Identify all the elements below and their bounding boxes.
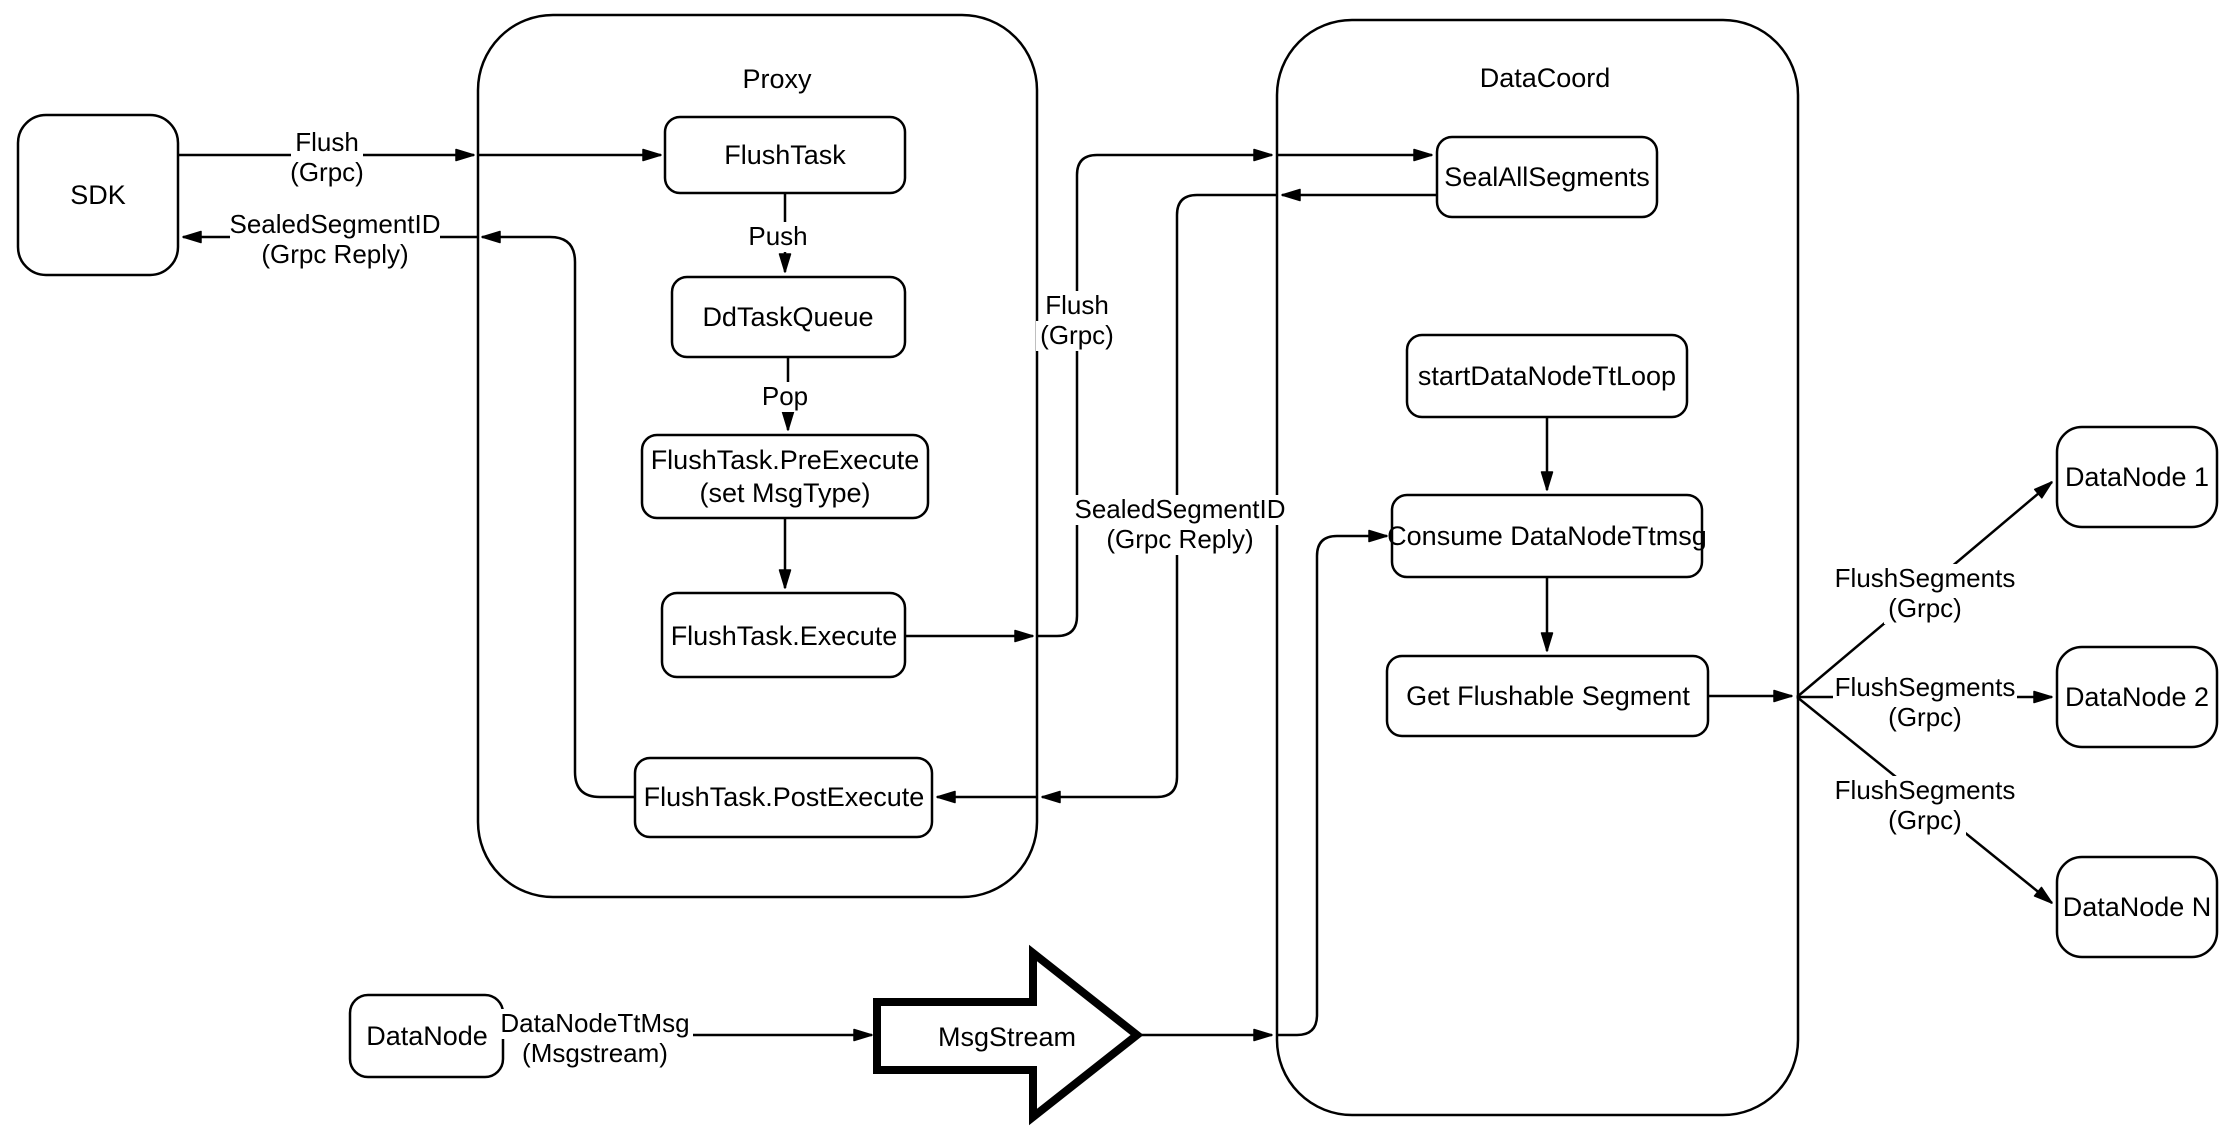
datanoden-label: DataNode N	[2063, 892, 2212, 922]
edge-label-pop: Pop	[757, 381, 813, 412]
startdatanodettloop-label: startDataNodeTtLoop	[1418, 361, 1676, 391]
postexecute-box	[633, 756, 934, 839]
consumedatanodettmsg-label: Consume DataNodeTtmsg	[1387, 521, 1707, 551]
preexecute-box	[640, 433, 930, 520]
preexecute-label-line2: (set MsgType)	[699, 478, 870, 508]
msgstream-arrow-shape	[873, 944, 1144, 1126]
label-bg	[291, 128, 363, 158]
node-startdatanodettloop: startDataNodeTtLoop	[1405, 333, 1689, 419]
msgstream-label: MsgStream	[938, 1022, 1076, 1052]
edge-label-flush-mid: Flush (Grpc)	[1036, 290, 1118, 351]
flushsegments1-line1: FlushSegments	[1835, 563, 2016, 593]
edge-label-sealedsegmentid-mid: SealedSegmentID (Grpc Reply)	[1074, 494, 1286, 555]
consumedatanodettmsg-box	[1390, 493, 1704, 579]
execute-label: FlushTask.Execute	[671, 621, 898, 651]
label-bg	[230, 210, 440, 240]
pop-label: Pop	[762, 381, 808, 411]
node-datanode1: DataNode 1	[2055, 425, 2219, 529]
node-datanode2: DataNode 2	[2055, 645, 2219, 749]
edge-label-flushsegments-1: FlushSegments (Grpc)	[1833, 563, 2017, 624]
sealedsegmentid-sdk-line1: SealedSegmentID	[229, 209, 440, 239]
edge-label-flushsegments-3: FlushSegments (Grpc)	[1833, 775, 2017, 836]
label-bg	[1884, 703, 1966, 733]
datanode1-label: DataNode 1	[2065, 462, 2209, 492]
label-bg	[497, 1009, 693, 1039]
sealallsegments-box	[1435, 135, 1659, 219]
sealallsegments-label: SealAllSegments	[1444, 162, 1650, 192]
datacoord-title: DataCoord	[1480, 63, 1611, 93]
flush-sdk-line2: (Grpc)	[290, 157, 364, 187]
sealedsegmentid-sdk-line2: (Grpc Reply)	[261, 239, 408, 269]
label-bg	[1103, 525, 1257, 555]
edge-flush-to-datacoord-boundary	[1037, 148, 1273, 638]
flushsegments2-line1: FlushSegments	[1835, 672, 2016, 702]
flush-sdk-line1: Flush	[295, 127, 359, 157]
ddtaskqueue-label: DdTaskQueue	[702, 302, 873, 332]
startdatanodettloop-box	[1405, 333, 1689, 419]
flushsegments3-line1: FlushSegments	[1835, 775, 2016, 805]
node-flushtask: FlushTask	[663, 115, 907, 195]
push-label: Push	[748, 221, 807, 251]
node-preexecute: FlushTask.PreExecute (set MsgType)	[640, 433, 930, 520]
ddtaskqueue-box	[670, 275, 907, 359]
label-bg	[258, 240, 412, 270]
sdk-box	[16, 113, 180, 277]
label-bg	[757, 382, 813, 412]
datanodettmsg-line2: (Msgstream)	[522, 1038, 668, 1068]
label-bg	[521, 1039, 669, 1069]
label-bg	[1833, 776, 2017, 806]
label-bg	[1833, 673, 2017, 703]
label-bg	[743, 222, 813, 252]
label-bg	[1884, 806, 1966, 836]
datanode-bottom-label: DataNode	[366, 1021, 488, 1051]
flushtask-box	[663, 115, 907, 195]
edge-label-flushsegments-2: FlushSegments (Grpc)	[1833, 672, 2017, 733]
node-datanoden: DataNode N	[2055, 855, 2219, 959]
node-sealallsegments: SealAllSegments	[1435, 135, 1659, 219]
postexecute-label: FlushTask.PostExecute	[644, 782, 925, 812]
sdk-label: SDK	[70, 180, 126, 210]
flushsegments1-line2: (Grpc)	[1888, 593, 1962, 623]
label-bg	[1884, 594, 1966, 624]
sealedsegmentid-mid-line2: (Grpc Reply)	[1106, 524, 1253, 554]
label-bg	[1041, 291, 1113, 321]
preexecute-label-line1: FlushTask.PreExecute	[651, 445, 920, 475]
edge-label-push: Push	[743, 221, 813, 252]
node-msgstream: MsgStream	[873, 944, 1144, 1126]
datanode2-box	[2055, 645, 2219, 749]
node-getflushablesegment: Get Flushable Segment	[1385, 654, 1710, 738]
datanode2-label: DataNode 2	[2065, 682, 2209, 712]
node-datanode-bottom: DataNode	[348, 993, 505, 1079]
datacoord-container	[1275, 18, 1800, 1117]
node-sdk: SDK	[16, 113, 180, 277]
proxy-title: Proxy	[742, 64, 812, 94]
execute-box	[660, 591, 907, 679]
edge-label-sealedsegmentid-sdk: SealedSegmentID (Grpc Reply)	[229, 209, 441, 270]
datanoden-box	[2055, 855, 2219, 959]
label-bg	[1075, 495, 1285, 525]
edge-label-flush-sdk: Flush (Grpc)	[286, 127, 368, 188]
flushsegments2-line2: (Grpc)	[1888, 702, 1962, 732]
label-bg	[286, 158, 368, 188]
edge-label-datanodettmsg: DataNodeTtMsg (Msgstream)	[497, 1008, 693, 1069]
sealedsegmentid-mid-line1: SealedSegmentID	[1074, 494, 1285, 524]
flushtask-label: FlushTask	[724, 140, 846, 170]
proxy-container	[476, 13, 1039, 899]
flush-mid-line1: Flush	[1045, 290, 1109, 320]
flush-mid-line2: (Grpc)	[1040, 320, 1114, 350]
node-postexecute: FlushTask.PostExecute	[633, 756, 934, 839]
node-consumedatanodettmsg: Consume DataNodeTtmsg	[1387, 493, 1707, 579]
datanode1-box	[2055, 425, 2219, 529]
edge-datacoord-to-consume	[1277, 529, 1388, 1037]
node-ddtaskqueue: DdTaskQueue	[670, 275, 907, 359]
getflushablesegment-box	[1385, 654, 1710, 738]
flushsegments3-line2: (Grpc)	[1888, 805, 1962, 835]
getflushablesegment-label: Get Flushable Segment	[1406, 681, 1690, 711]
label-bg	[1833, 564, 2017, 594]
datanodettmsg-line1: DataNodeTtMsg	[500, 1008, 689, 1038]
node-execute: FlushTask.Execute	[660, 591, 907, 679]
label-bg	[1036, 321, 1118, 351]
edge-postexecute-to-proxy-boundary	[481, 230, 635, 799]
